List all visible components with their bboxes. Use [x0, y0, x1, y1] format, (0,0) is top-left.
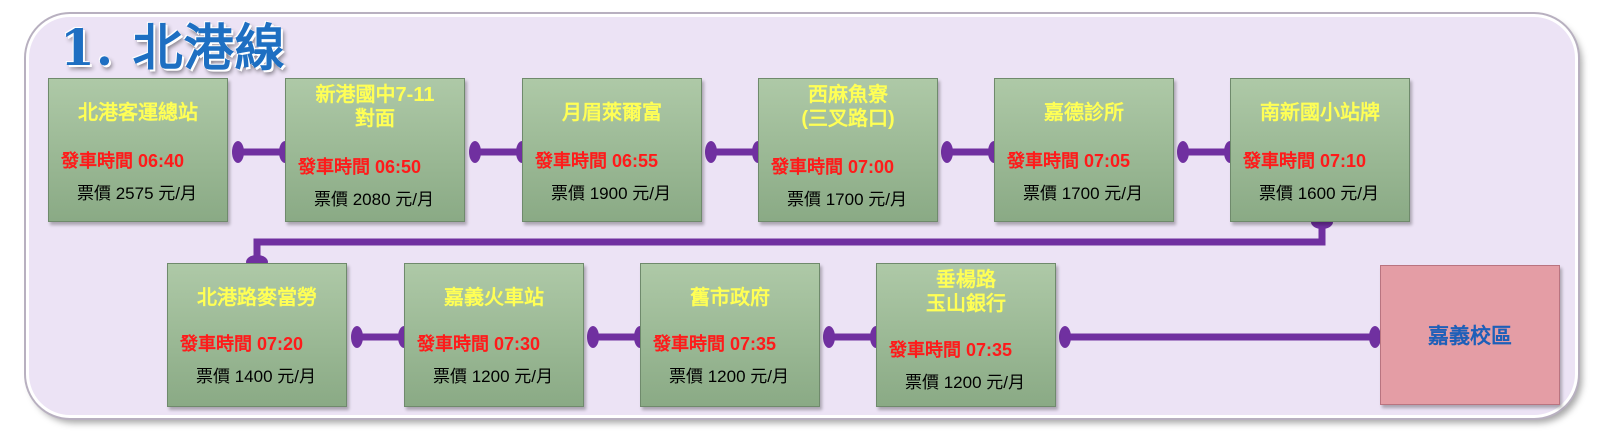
- station-box: 舊市政府 發車時間 07:35 票價 1200 元/月: [640, 263, 820, 407]
- station-name: 南新國小站牌: [1260, 102, 1380, 124]
- departure-time: 發車時間 07:20: [180, 334, 304, 354]
- monthly-fare: 票價 1200 元/月: [669, 367, 789, 386]
- monthly-fare: 票價 1200 元/月: [905, 373, 1025, 392]
- departure-time: 發車時間 07:35: [653, 334, 777, 354]
- departure-time: 發車時間 07:35: [889, 340, 1013, 360]
- station-name: 垂楊路 玉山銀行: [926, 269, 1006, 315]
- station-name: 北港客運總站: [78, 102, 198, 124]
- monthly-fare: 票價 1700 元/月: [1023, 184, 1143, 203]
- station-box: 新港國中7-11 對面 發車時間 06:50 票價 2080 元/月: [285, 78, 465, 222]
- station-name: 嘉德診所: [1044, 102, 1124, 124]
- station-box: 西麻魚寮 (三叉路口) 發車時間 07:00 票價 1700 元/月: [758, 78, 938, 222]
- departure-time: 發車時間 06:50: [298, 157, 422, 177]
- monthly-fare: 票價 1900 元/月: [551, 184, 671, 203]
- station-box: 北港路麥當勞 發車時間 07:20 票價 1400 元/月: [167, 263, 347, 407]
- departure-time: 發車時間 06:40: [61, 151, 185, 171]
- station-name: 舊市政府: [690, 287, 770, 309]
- station-name: 月眉萊爾富: [562, 102, 662, 124]
- departure-time: 發車時間 07:00: [771, 157, 895, 177]
- station-box: 南新國小站牌 發車時間 07:10 票價 1600 元/月: [1230, 78, 1410, 222]
- station-name: 嘉義火車站: [444, 287, 544, 309]
- departure-time: 發車時間 07:05: [1007, 151, 1131, 171]
- station-name: 新港國中7-11 對面: [315, 84, 435, 130]
- station-box: 月眉萊爾富 發車時間 06:55 票價 1900 元/月: [522, 78, 702, 222]
- departure-time: 發車時間 06:55: [535, 151, 659, 171]
- station-name: 西麻魚寮 (三叉路口): [801, 84, 895, 130]
- departure-time: 發車時間 07:30: [417, 334, 541, 354]
- destination-box: 嘉義校區: [1380, 265, 1560, 405]
- station-box: 垂楊路 玉山銀行 發車時間 07:35 票價 1200 元/月: [876, 263, 1056, 407]
- station-box: 嘉義火車站 發車時間 07:30 票價 1200 元/月: [404, 263, 584, 407]
- station-box: 北港客運總站 發車時間 06:40 票價 2575 元/月: [48, 78, 228, 222]
- monthly-fare: 票價 1200 元/月: [433, 367, 553, 386]
- monthly-fare: 票價 1700 元/月: [787, 190, 907, 209]
- monthly-fare: 票價 1600 元/月: [1259, 184, 1379, 203]
- route-title: 1. 北港線: [60, 18, 286, 77]
- departure-time: 發車時間 07:10: [1243, 151, 1367, 171]
- monthly-fare: 票價 2080 元/月: [314, 190, 434, 209]
- monthly-fare: 票價 2575 元/月: [77, 184, 197, 203]
- station-name: 北港路麥當勞: [197, 287, 317, 309]
- monthly-fare: 票價 1400 元/月: [196, 367, 316, 386]
- destination-name: 嘉義校區: [1428, 325, 1512, 348]
- station-box: 嘉德診所 發車時間 07:05 票價 1700 元/月: [994, 78, 1174, 222]
